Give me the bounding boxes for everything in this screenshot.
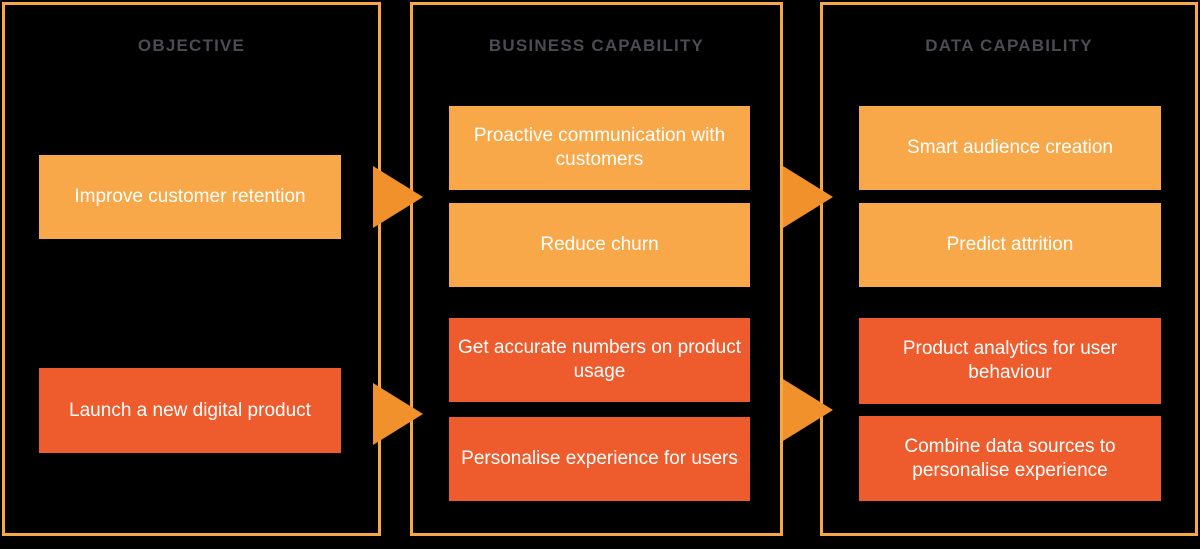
box-combine-data-sources: Combine data sources to personalise expe…	[859, 416, 1161, 501]
box-launch-new-digital-product: Launch a new digital product	[39, 368, 341, 453]
column-data-capability: DATA CAPABILITY	[820, 2, 1198, 536]
column-business-capability-header: BUSINESS CAPABILITY	[488, 36, 705, 55]
box-predict-attrition: Predict attrition	[859, 203, 1161, 287]
box-label: Combine data sources to personalise expe…	[904, 435, 1116, 481]
column-objective-header: OBJECTIVE	[137, 36, 246, 55]
box-personalise-experience-for-users: Personalise experience for users	[449, 417, 750, 501]
box-reduce-churn: Reduce churn	[449, 203, 750, 287]
column-data-capability-header: DATA CAPABILITY	[925, 36, 1093, 55]
column-objective: OBJECTIVE	[2, 2, 381, 536]
box-label: Get accurate numbers on product usage	[457, 337, 742, 382]
box-label: Improve customer retention	[74, 186, 306, 207]
arrow-right-icon	[783, 379, 833, 441]
box-label: Product analytics for user behaviour	[902, 338, 1118, 383]
arrow-right-icon	[783, 166, 833, 228]
box-smart-audience-creation: Smart audience creation	[859, 106, 1161, 190]
box-product-analytics-user-behaviour: Product analytics for user behaviour	[859, 318, 1161, 404]
box-label: Reduce churn	[540, 234, 659, 255]
box-accurate-product-usage-numbers: Get accurate numbers on product usage	[449, 318, 750, 402]
box-label: Launch a new digital product	[69, 399, 311, 421]
box-label: Predict attrition	[946, 234, 1074, 255]
box-label: Personalise experience for users	[461, 448, 738, 469]
column-business-capability: BUSINESS CAPABILITY	[410, 2, 783, 536]
arrow-right-icon	[373, 383, 423, 445]
box-label: Proactive communication with customers	[473, 125, 726, 170]
box-proactive-communication: Proactive communication with customers	[449, 106, 750, 190]
box-improve-customer-retention: Improve customer retention	[39, 155, 341, 239]
arrow-right-icon	[373, 166, 423, 228]
box-label: Smart audience creation	[907, 137, 1113, 158]
